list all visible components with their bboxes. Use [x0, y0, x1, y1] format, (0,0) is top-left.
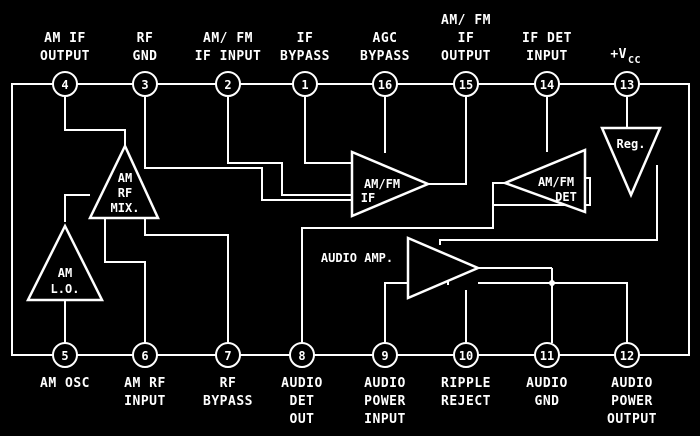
pin-7-number: 7	[224, 349, 231, 363]
pin-10-label-2: REJECT	[441, 394, 491, 409]
pin-13-label-vcc: +V	[610, 47, 627, 62]
pin-15-number: 15	[459, 78, 473, 92]
pin-8-label-2: DET	[290, 394, 315, 409]
am-rf-mix-label-3: MIX.	[111, 201, 140, 215]
package-outline	[11, 83, 690, 356]
pin-13-number: 13	[620, 78, 634, 92]
am-lo-label-2: L.O.	[51, 282, 80, 296]
pin-15-label-2: IF	[458, 31, 475, 46]
pin-4-label-2: OUTPUT	[40, 49, 90, 64]
pin-3-label-2: GND	[133, 49, 158, 64]
pin-11-label-1: AUDIO	[526, 376, 568, 391]
pin-13-label-cc: CC	[628, 55, 641, 66]
pin-10-number: 10	[459, 349, 473, 363]
pin-16-label-2: BYPASS	[360, 49, 410, 64]
pin-2-label-2: IF INPUT	[195, 49, 262, 64]
internal-wiring	[64, 97, 658, 343]
am-rf-mix-label-1: AM	[118, 171, 132, 185]
pin-9-number: 9	[381, 349, 388, 363]
pin-7: 7 RF BYPASS	[203, 342, 253, 409]
reg-label: Reg.	[617, 137, 646, 151]
audio-amp-block: AUDIO AMP.	[321, 236, 482, 300]
pin-14-label-2: INPUT	[526, 49, 568, 64]
pin-8-number: 8	[298, 349, 305, 363]
am-lo-label-1: AM	[58, 266, 72, 280]
pin-4-label-1: AM IF	[44, 31, 86, 46]
am-rf-mix-block: AM RF MIX.	[88, 143, 160, 220]
pin-4-number: 4	[61, 78, 68, 92]
pin-15-label-3: OUTPUT	[441, 49, 491, 64]
am-fm-det-label-2: DET	[555, 190, 577, 204]
pin-14-number: 14	[540, 78, 554, 92]
pin-6: 6 AM RF INPUT	[124, 342, 166, 409]
pin-12-number: 12	[620, 349, 634, 363]
am-fm-det-block: AM/FM DET	[501, 148, 587, 214]
pin-1-label-1: IF	[297, 31, 314, 46]
pin-8-label-3: OUT	[290, 412, 315, 427]
pin-12-label-2: POWER	[611, 394, 653, 409]
pin-13: +V CC 13	[610, 47, 641, 97]
pin-1-label-2: BYPASS	[280, 49, 330, 64]
am-fm-if-label-2: IF	[361, 191, 375, 205]
top-pins: AM IF OUTPUT 4 RF GND 3 AM/ FM IF INPUT …	[40, 13, 641, 97]
pin-16: AGC BYPASS 16	[360, 31, 410, 97]
pin-1: IF BYPASS 1	[280, 31, 330, 97]
pin-16-number: 16	[378, 78, 392, 92]
pin-11: 11 AUDIO GND	[526, 342, 568, 409]
am-fm-if-block: AM/FM IF	[350, 150, 432, 218]
am-lo-block: AM L.O.	[25, 223, 105, 302]
pin-2-number: 2	[224, 78, 231, 92]
pin-8: 8 AUDIO DET OUT	[281, 342, 323, 427]
pin-9: 9 AUDIO POWER INPUT	[364, 342, 406, 427]
pin-16-label-1: AGC	[373, 31, 398, 46]
pin-9-label-2: POWER	[364, 394, 406, 409]
junction-dot	[549, 280, 555, 286]
pin-12-label-3: OUTPUT	[607, 412, 657, 427]
pin-2-label-1: AM/ FM	[203, 31, 253, 46]
pin-11-label-2: GND	[535, 394, 560, 409]
pin-10-label-1: RIPPLE	[441, 376, 491, 391]
pin-7-label-2: BYPASS	[203, 394, 253, 409]
pin-1-number: 1	[301, 78, 308, 92]
pin-12-label-1: AUDIO	[611, 376, 653, 391]
pin-12: 12 AUDIO POWER OUTPUT	[607, 342, 657, 427]
pin-4: AM IF OUTPUT 4	[40, 31, 90, 97]
pin-6-number: 6	[141, 349, 148, 363]
pin-15-label-1: AM/ FM	[441, 13, 491, 28]
pin-6-label-1: AM RF	[124, 376, 166, 391]
pin-5-label-1: AM OSC	[40, 376, 90, 391]
pin-6-label-2: INPUT	[124, 394, 166, 409]
reg-block: Reg.	[600, 126, 662, 199]
am-rf-mix-label-2: RF	[118, 186, 132, 200]
pin-3-number: 3	[141, 78, 148, 92]
pin-5-number: 5	[61, 349, 68, 363]
pin-10: 10 RIPPLE REJECT	[441, 342, 491, 409]
pin-5: 5 AM OSC	[40, 342, 90, 391]
pin-14: IF DET INPUT 14	[522, 31, 572, 97]
pin-9-label-1: AUDIO	[364, 376, 406, 391]
pin-8-label-1: AUDIO	[281, 376, 323, 391]
pin-3-label-1: RF	[137, 31, 154, 46]
pin-9-label-3: INPUT	[364, 412, 406, 427]
pin-15: AM/ FM IF OUTPUT 15	[441, 13, 491, 97]
pin-11-number: 11	[540, 349, 554, 363]
pin-3: RF GND 3	[132, 31, 158, 97]
audio-amp-label: AUDIO AMP.	[321, 251, 393, 265]
pin-2: AM/ FM IF INPUT 2	[195, 31, 262, 97]
bottom-pins: 5 AM OSC 6 AM RF INPUT 7 RF BYPASS 8 AUD…	[40, 342, 657, 427]
am-fm-det-label-1: AM/FM	[538, 175, 574, 189]
am-fm-if-label-1: AM/FM	[364, 177, 400, 191]
pin-14-label-1: IF DET	[522, 31, 572, 46]
pin-7-label-1: RF	[220, 376, 237, 391]
